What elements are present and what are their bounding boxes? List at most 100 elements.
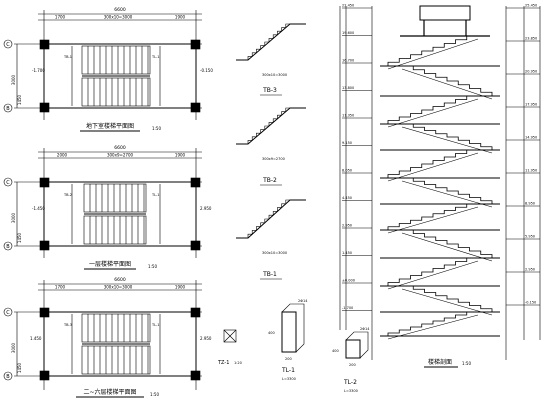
plan-level-right: 2.950 (200, 336, 212, 341)
plan-beam: TL-1 (151, 323, 160, 327)
stair-section: 22.45019.60016.70013.80011.3509.1508.050… (339, 4, 541, 368)
beam-sections: TZ-1 1:20 2Φ14 400 200 TL-1 L=3300 2Φ14 … (217, 299, 370, 393)
plan-title: 地下室楼梯平面图 (86, 122, 134, 130)
plan-left-dim: 1700 (55, 15, 66, 20)
section-label: TL-2 (343, 379, 357, 386)
section-rebar: 2Φ14 (360, 327, 370, 331)
level-label-left: 8.050 (342, 169, 352, 173)
slab-step-profile (247, 107, 290, 144)
stair-flight (387, 311, 478, 336)
plan-title: 二~六层楼梯平面图 (83, 388, 136, 396)
section-rebar: 2Φ14 (298, 299, 308, 303)
level-label-left: -1.700 (342, 306, 353, 310)
plan-scale: 1:50 (148, 264, 157, 269)
flight-soffit (387, 260, 479, 290)
axis-label: C (6, 42, 10, 48)
level-label-right: 25.450 (525, 4, 537, 8)
flight-soffit (387, 206, 479, 234)
slab-label: TB-3 (262, 87, 277, 94)
flight-soffit (401, 126, 493, 154)
flight-soffit (387, 38, 479, 70)
section-note: L=3300 (344, 389, 358, 393)
flight-soffit (401, 68, 493, 100)
column-label: TZ-1 (217, 360, 229, 366)
level-label-right: 8.950 (525, 202, 535, 206)
plan-slab: TB-3 (63, 323, 72, 327)
level-label-left: 4.450 (342, 196, 352, 200)
plan-side-dim: 3000 (11, 74, 16, 85)
stair-section-title: 楼梯剖面 (428, 358, 452, 366)
stair-flight (387, 203, 478, 230)
level-label-left: ±0.000 (342, 279, 355, 283)
level-label-left: 2.950 (342, 224, 352, 228)
plan-scale: 1:50 (152, 126, 161, 131)
level-label-left: 13.800 (342, 86, 354, 90)
plan-overall-dim: 6600 (114, 277, 126, 283)
level-label-right: 23.850 (525, 37, 537, 41)
flight-soffit (401, 288, 493, 316)
plan-right-dim: 1900 (175, 285, 186, 290)
axis-label: C (6, 180, 10, 186)
stair-section-scale: 1:50 (462, 361, 471, 366)
plan-overall-dim: 6600 (114, 7, 126, 13)
flight-soffit (387, 98, 479, 128)
plan-basement: 6600 1700 300x10=3000 1900 C B 3000 1450… (3, 7, 213, 132)
stair-flight (402, 229, 493, 258)
axis-label: C (6, 310, 10, 316)
slab-details: 300x10=3000 TB-3 300x9=2700 TB-2 300x10=… (236, 23, 306, 280)
level-label-left: 1.450 (342, 251, 352, 255)
stair-flight (387, 149, 478, 178)
level-label-left: 16.700 (342, 59, 354, 63)
plan-typical-floor: 6600 1700 300x10=3000 1900 C B 3000 1450… (3, 277, 212, 398)
stair-flight (387, 257, 478, 286)
plan-mid-dim: 300x10=3000 (104, 285, 133, 290)
section-dim: 200 (349, 363, 356, 367)
plan-slab: TB-1 (63, 55, 72, 59)
flight-soffit (401, 232, 493, 262)
slab-label: TB-1 (262, 271, 277, 278)
plan-title: 一层楼梯平面图 (89, 260, 131, 268)
stair-flight (402, 285, 493, 312)
level-label-right: 20.950 (525, 70, 537, 74)
axis-label: B (6, 244, 10, 250)
slab-step-profile (247, 199, 290, 238)
level-label-right: 14.950 (525, 136, 537, 140)
plan-side-dim: 1450 (17, 232, 22, 243)
level-label-right: 5.950 (525, 235, 535, 239)
plan-right-dim: 1900 (175, 15, 186, 20)
level-label-left: 9.150 (342, 141, 352, 145)
plan-scale: 1:50 (150, 392, 159, 397)
plan-side-dim: 3000 (11, 212, 16, 223)
plan-beam: TL-1 (151, 55, 160, 59)
level-label-right: 11.950 (525, 169, 537, 173)
stair-flight (402, 65, 493, 96)
slab-step-profile (247, 23, 290, 60)
level-label-right: 2.950 (525, 268, 535, 272)
flight-soffit (387, 152, 479, 182)
slab-dim: 300x9=2700 (262, 157, 285, 161)
plan-left-dim: 2000 (57, 153, 68, 158)
level-label-left: 19.600 (342, 31, 354, 35)
level-label-left: 11.350 (342, 114, 354, 118)
axis-label: B (6, 374, 10, 380)
plan-side-dim: 3000 (11, 342, 16, 353)
plan-level-right: -0.150 (200, 68, 213, 73)
flight-soffit (401, 180, 493, 208)
section-dim: 400 (332, 349, 339, 353)
plan-right-dim: 1900 (175, 153, 186, 158)
column-scale: 1:20 (234, 361, 242, 365)
plan-side-dim: 1450 (17, 94, 22, 105)
plan-ground-floor: 6600 2000 300x9=2700 1900 C B 3000 1450 … (3, 145, 212, 270)
level-label-right: 17.950 (525, 103, 537, 107)
plan-left-dim: 1700 (55, 285, 66, 290)
plan-beam: TL-1 (151, 193, 160, 197)
plan-side-dim: 1450 (17, 362, 22, 373)
slab-dim: 300x10=3000 (262, 251, 287, 255)
slab-dim: 300x10=3000 (262, 73, 287, 77)
section-label: TL-1 (281, 367, 295, 374)
plan-level: -1.700 (32, 68, 45, 73)
section-note: L=3300 (282, 377, 296, 381)
plan-level-right: 2.950 (200, 206, 212, 211)
stair-flight (387, 35, 478, 66)
